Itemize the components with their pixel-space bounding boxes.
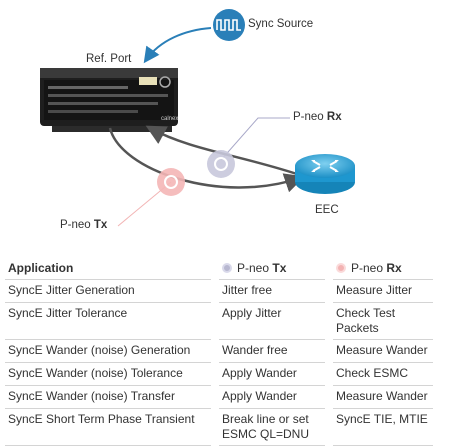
cell-application: SyncE Wander (noise) Generation <box>5 339 215 363</box>
cell-rx: Measure Wander <box>325 385 433 409</box>
header-tx-prefix: P-neo <box>237 261 270 275</box>
eec-label: EEC <box>315 204 339 216</box>
cell-application: SyncE Short Term Phase Transient <box>5 408 215 446</box>
header-tx: P-neo Tx <box>211 256 329 280</box>
tx-label-prefix: P-neo <box>60 219 91 231</box>
rx-label-bold: Rx <box>326 111 342 123</box>
table-row: SyncE Wander (noise) Generation Wander f… <box>5 339 433 363</box>
sync-source-label: Sync Source <box>248 18 314 30</box>
rx-label-prefix: P-neo <box>293 111 324 123</box>
cell-rx: Check ESMC <box>325 362 433 386</box>
tx-label-bold: Tx <box>93 219 108 231</box>
header-application: Application <box>5 256 215 280</box>
cell-application: SyncE Jitter Tolerance <box>5 302 215 340</box>
header-tx-bold: Tx <box>272 261 287 275</box>
cell-tx: Apply Wander <box>211 385 329 409</box>
table-row: SyncE Wander (noise) Transfer Apply Wand… <box>5 385 433 409</box>
rx-connector <box>220 117 290 161</box>
cell-rx: Measure Jitter <box>325 279 433 303</box>
router-icon <box>295 154 355 194</box>
cell-rx: Check Test Packets <box>325 302 433 340</box>
header-rx: P-neo Rx <box>325 256 433 280</box>
cell-application: SyncE Wander (noise) Tolerance <box>5 362 215 386</box>
table-row: SyncE Short Term Phase Transient Break l… <box>5 408 433 446</box>
tx-marker-icon <box>157 168 185 196</box>
cell-application: SyncE Wander (noise) Transfer <box>5 385 215 409</box>
header-rx-bold: Rx <box>386 261 402 275</box>
table-row: SyncE Jitter Tolerance Apply Jitter Chec… <box>5 302 433 340</box>
application-table: Application P-neo Tx P-neo Rx SyncE Jitt… <box>5 256 433 446</box>
test-setup-diagram: calnex Sync Source Ref. Port P-neo <box>40 9 355 231</box>
header-rx-prefix: P-neo <box>351 261 384 275</box>
rx-label: P-neo Rx <box>293 111 342 123</box>
cell-tx: Wander free <box>211 339 329 363</box>
cell-application: SyncE Jitter Generation <box>5 279 215 303</box>
device-brand: calnex <box>161 116 178 122</box>
cell-tx: Apply Wander <box>211 362 329 386</box>
tx-arrow <box>108 127 305 193</box>
diagram-graphics: calnex <box>40 9 355 227</box>
cell-tx: Apply Jitter <box>211 302 329 340</box>
table-row: SyncE Wander (noise) Tolerance Apply Wan… <box>5 362 433 386</box>
sync-arrow <box>143 27 212 64</box>
table-row: SyncE Jitter Generation Jitter free Meas… <box>5 279 433 303</box>
calnex-device-icon <box>40 68 178 132</box>
ref-port-label: Ref. Port <box>86 53 132 65</box>
cell-rx: SyncE TIE, MTIE <box>325 408 433 446</box>
rx-marker-icon <box>207 150 235 178</box>
cell-tx: Jitter free <box>211 279 329 303</box>
cell-tx: Break line or set ESMC QL=DNU <box>211 408 329 446</box>
tx-label: P-neo Tx <box>60 219 107 231</box>
rx-dot-icon <box>336 263 346 273</box>
table-header-row: Application P-neo Tx P-neo Rx <box>5 256 433 280</box>
sync-source-icon <box>213 9 245 41</box>
tx-dot-icon <box>222 263 232 273</box>
cell-rx: Measure Wander <box>325 339 433 363</box>
